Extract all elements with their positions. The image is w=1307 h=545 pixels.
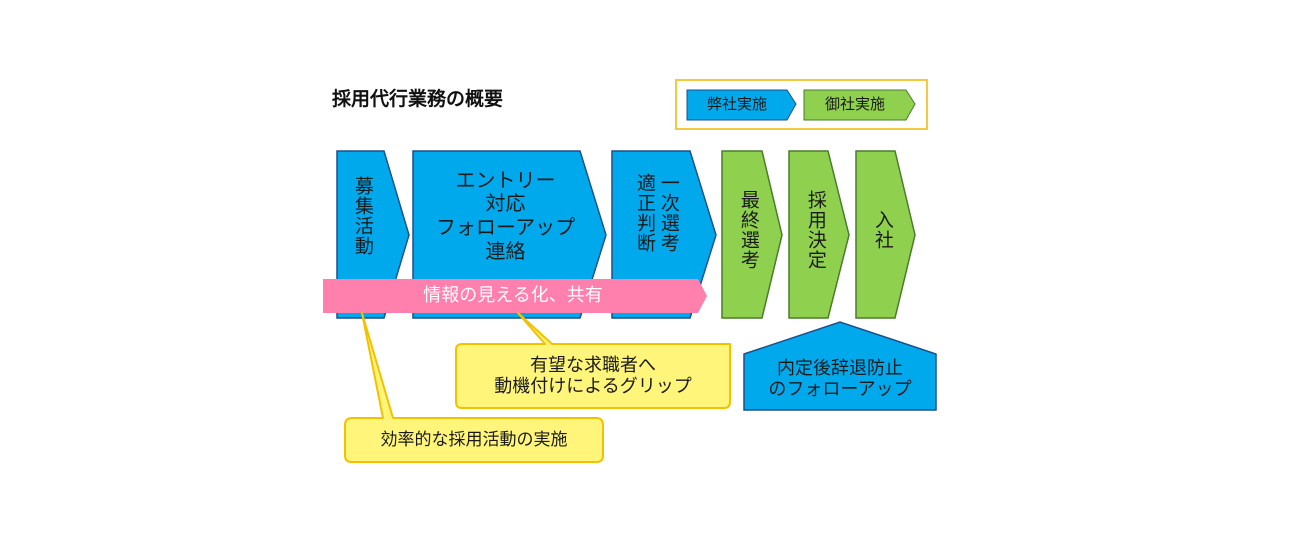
step-entry-label: エントリー 対応 フォローアップ 連絡 [435,167,576,263]
callout-efficient-shape [344,312,604,463]
step-decision-label: 採用決定 [804,190,827,270]
step-screening-col1: 一次選考 [657,173,680,253]
step-final-label: 最終選考 [737,190,760,270]
step-screening: 一次選考 適正判断 [616,158,696,268]
legend-client-label: 御社実施 [824,95,885,114]
step-join-label: 入社 [871,210,894,250]
step-join: 入社 [856,190,908,270]
step-final-arrow [721,150,783,319]
share-band-label: 情報の見える化、共有 [423,285,603,307]
followup-shape [743,321,937,411]
callout-grip-label: 有望な求職者へ 動機付けによるグリップ [456,344,730,408]
step-recruiting-label: 募集活動 [351,176,374,256]
followup-label: 内定後辞退防止 のフォローアップ [744,350,936,408]
step-final: 最終選考 [722,170,774,290]
step-screening-col2: 適正判断 [634,173,656,253]
diagram-title: 採用代行業務の概要 [332,88,504,110]
step-entry: エントリー 対応 フォローアップ 連絡 [413,160,598,272]
step-decision-arrow [788,150,850,319]
share-band [323,279,707,313]
step-join-arrow [855,150,916,319]
step-decision: 採用決定 [789,170,841,290]
followup-label-text: 内定後辞退防止 のフォローアップ [768,357,912,400]
legend-ours-label: 弊社実施 [706,95,767,114]
callout-efficient-label: 効率的な採用活動の実施 [380,429,568,450]
callout-grip-text: 有望な求職者へ 動機付けによるグリップ [494,354,692,397]
legend-ours-arrow [686,89,797,121]
callout-grip-shape [455,312,731,409]
step-recruiting: 募集活動 [337,156,387,276]
legend-client-arrow [803,89,916,121]
